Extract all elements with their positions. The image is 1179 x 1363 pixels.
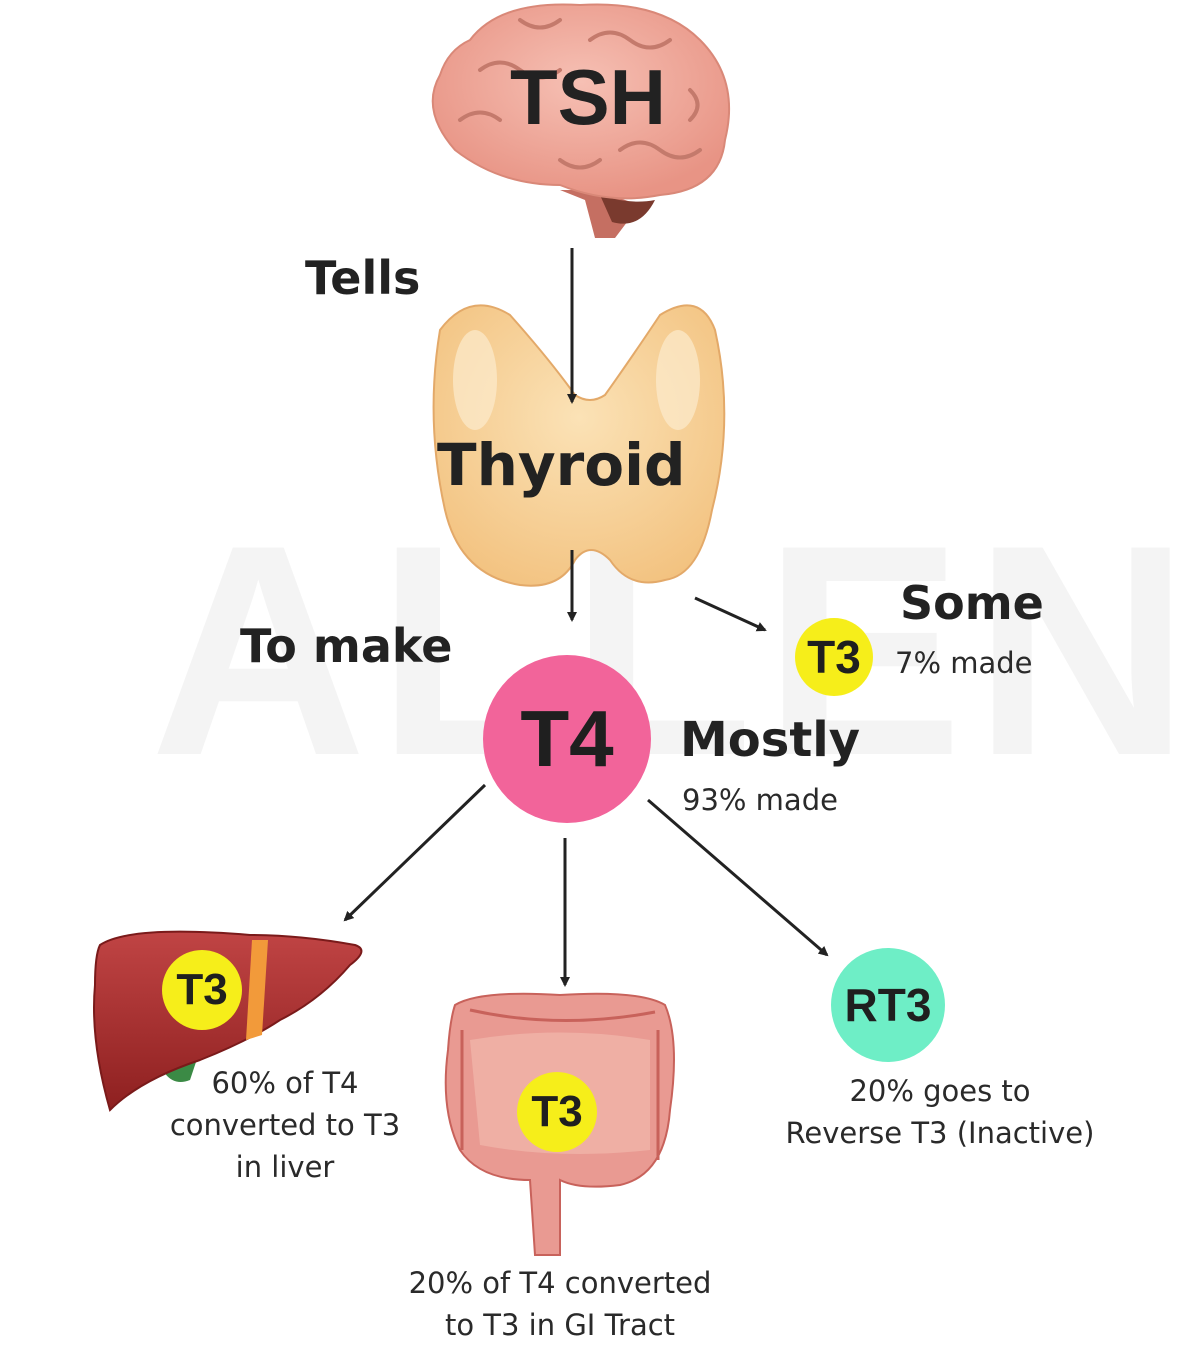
rt3-caption-line-1: 20% goes to	[849, 1074, 1031, 1108]
t3-gi-node: T3	[517, 1072, 597, 1152]
liver-caption-line-3: in liver	[235, 1150, 335, 1184]
tsh-label: TSH	[510, 53, 666, 141]
t3-liver-node: T3	[162, 950, 242, 1030]
liver-caption-line-1: 60% of T4	[211, 1066, 359, 1100]
t3-direct-node: T3	[795, 618, 873, 696]
t4-node: T4	[483, 655, 651, 823]
mostly-pct-label: 93% made	[682, 783, 838, 817]
gi-caption-line-2: to T3 in GI Tract	[444, 1308, 676, 1342]
thyroid-label: Thyroid	[437, 431, 686, 499]
mostly-label: Mostly	[680, 712, 860, 768]
arrow-t4-to-rt3	[647, 798, 829, 957]
some-label: Some	[900, 576, 1044, 630]
liver-icon	[93, 930, 363, 1112]
rt3-caption-line-2: Reverse T3 (Inactive)	[785, 1116, 1095, 1150]
to-make-label: To make	[240, 619, 453, 673]
thyroid-icon	[432, 304, 726, 587]
rt3-node: RT3	[831, 948, 945, 1062]
gi-caption-line-1: 20% of T4 converted	[408, 1266, 712, 1300]
arrows	[343, 248, 829, 987]
some-pct-label: 7% made	[895, 646, 1033, 680]
liver-caption-line-2: converted to T3	[169, 1108, 401, 1142]
liver-caption: 60% of T4 converted to T3 in liver	[140, 1062, 430, 1188]
tells-label: Tells	[305, 251, 421, 305]
arrow-thyroid-to-t3	[694, 596, 767, 632]
brain-icon	[431, 3, 731, 238]
arrow-t4-to-liver	[343, 783, 487, 922]
rt3-caption: 20% goes to Reverse T3 (Inactive)	[750, 1070, 1130, 1154]
gi-caption: 20% of T4 converted to T3 in GI Tract	[360, 1262, 760, 1346]
